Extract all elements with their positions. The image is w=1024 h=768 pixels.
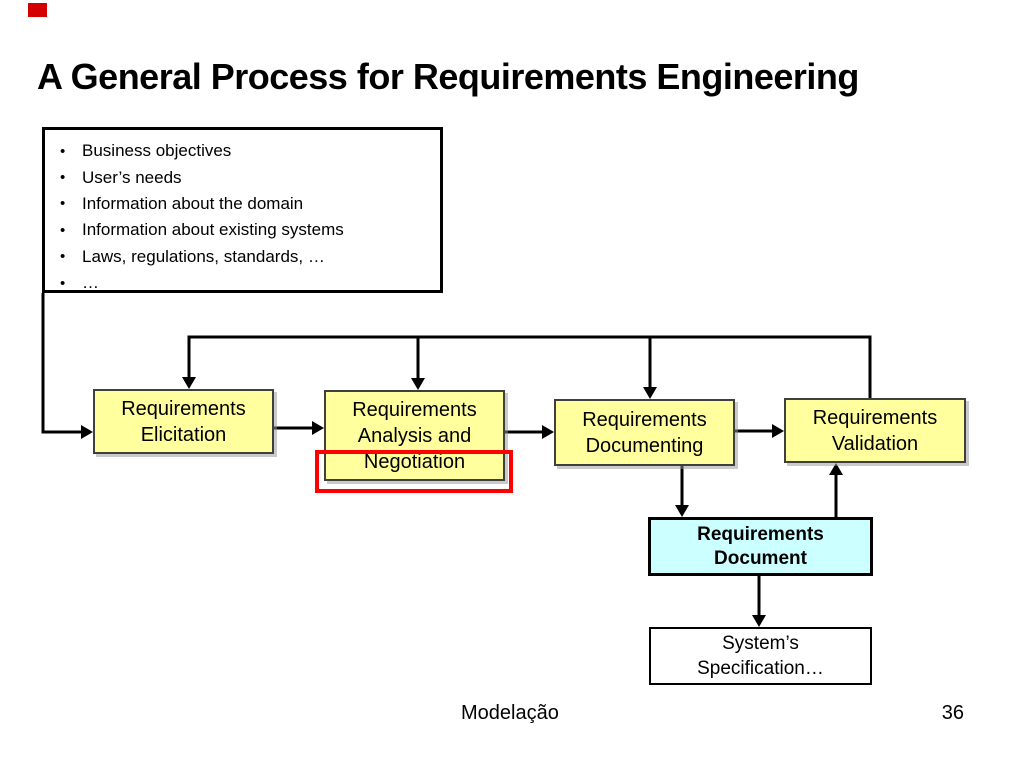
box-label-line: Documenting bbox=[585, 434, 704, 457]
list-item-label: Laws, regulations, standards, … bbox=[82, 246, 325, 266]
box-label-line: Requirements bbox=[582, 408, 707, 431]
slide-title: A General Process for Requirements Engin… bbox=[37, 56, 859, 97]
list-item-label: Information about the domain bbox=[82, 193, 304, 213]
arrowhead-icon bbox=[772, 424, 784, 438]
box-label-line: Document bbox=[714, 547, 807, 569]
list-item: • Business objectives bbox=[60, 138, 440, 164]
arrowhead-icon bbox=[542, 425, 554, 439]
footer-page-number: 36 bbox=[941, 702, 964, 724]
box-requirements-documenting: Requirements Documenting bbox=[554, 399, 735, 466]
arrowhead-icon bbox=[312, 421, 324, 435]
list-item: • User’s needs bbox=[60, 164, 440, 190]
arrowhead-icon bbox=[411, 378, 425, 390]
box-requirements-validation: Requirements Validation bbox=[784, 398, 966, 463]
bullet-icon: • bbox=[60, 195, 66, 213]
highlight-rectangle bbox=[315, 450, 513, 493]
box-label-line: Requirements bbox=[352, 398, 477, 421]
bullet-icon: • bbox=[60, 142, 66, 160]
box-label-line: Requirements bbox=[697, 523, 824, 545]
footer-course-label: Modelação bbox=[461, 702, 559, 724]
list-item: • … bbox=[60, 270, 440, 296]
connector-inputs-to-elicitation bbox=[41, 293, 81, 434]
connector-top-distribution bbox=[187, 335, 872, 398]
list-item-label: Information about existing systems bbox=[82, 220, 344, 240]
box-label-line: Negotiation bbox=[363, 450, 466, 473]
bullet-icon: • bbox=[60, 221, 66, 239]
box-systems-specification: System’s Specification… bbox=[649, 627, 872, 685]
box-label-line: Elicitation bbox=[140, 423, 227, 446]
bullet-icon: • bbox=[60, 274, 66, 292]
box-label-line: System’s bbox=[722, 633, 799, 654]
box-requirements-document: Requirements Document bbox=[648, 517, 873, 576]
box-requirements-elicitation: Requirements Elicitation bbox=[93, 389, 274, 454]
bullet-icon: • bbox=[60, 169, 66, 187]
arrowhead-icon bbox=[829, 463, 843, 475]
inputs-box: • Business objectives • User’s needs • I… bbox=[42, 127, 443, 293]
list-item: • Information about existing systems bbox=[60, 217, 440, 243]
arrowhead-icon bbox=[675, 505, 689, 517]
list-item-label: User’s needs bbox=[82, 167, 182, 187]
box-label-line: Analysis and bbox=[357, 424, 472, 447]
arrowhead-icon bbox=[752, 615, 766, 627]
box-label-line: Requirements bbox=[121, 397, 246, 420]
box-label-line: Validation bbox=[831, 432, 919, 455]
list-item: • Information about the domain bbox=[60, 191, 440, 217]
list-item-label: … bbox=[82, 273, 99, 293]
arrowhead-icon bbox=[643, 387, 657, 399]
red-corner-marker bbox=[28, 3, 47, 17]
arrowhead-icon bbox=[182, 377, 196, 389]
list-item: • Laws, regulations, standards, … bbox=[60, 244, 440, 270]
list-item-label: Business objectives bbox=[82, 141, 232, 161]
bullet-icon: • bbox=[60, 248, 66, 266]
box-label-line: Requirements bbox=[812, 406, 938, 429]
box-requirements-analysis-negotiation: Requirements Analysis and Negotiation bbox=[324, 390, 505, 481]
box-label-line: Specification… bbox=[697, 658, 824, 679]
arrowhead-icon bbox=[81, 425, 93, 439]
